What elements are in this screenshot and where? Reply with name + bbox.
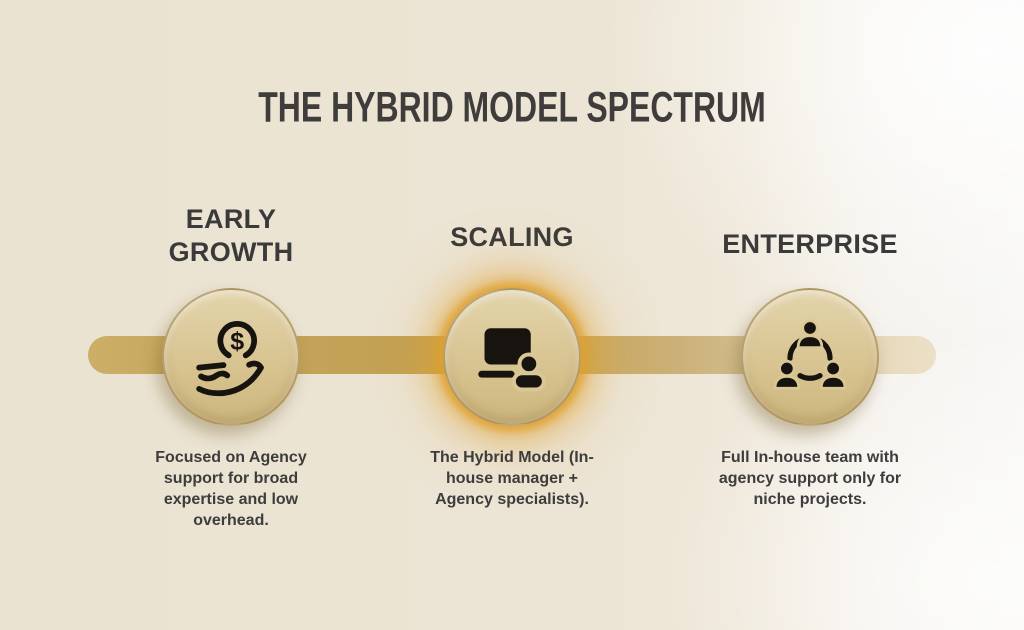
description-line: expertise and low	[163, 491, 299, 509]
stage-scaling: SCALING The Hybrid Model (In- house mana…	[372, 0, 652, 630]
page-title: THE HYBRID MODEL SPECTRUM	[258, 83, 766, 131]
stage-early-growth: EARLY GROWTH $ Focused on Agency support…	[91, 0, 371, 630]
stage-enterprise: ENTERPRISE Full In-house team	[670, 0, 950, 630]
description-line: Agency specialists).	[435, 491, 589, 509]
description-line: The Hybrid Model (In-	[430, 449, 594, 466]
stage-scaling-circle	[443, 288, 581, 426]
description-line: overhead.	[193, 512, 269, 530]
description-line: Focused on Agency	[155, 449, 307, 466]
stage-enterprise-description: Full In-house team with agency support o…	[690, 447, 930, 510]
description-line: support for broad	[163, 470, 299, 488]
stage-early-growth-label: EARLY GROWTH	[168, 204, 294, 267]
stage-early-growth-description: Focused on Agency support for broad expe…	[111, 447, 351, 531]
description-line: niche projects.	[753, 491, 867, 509]
laptop-user-icon	[478, 328, 546, 392]
team-network-icon	[773, 319, 847, 390]
stage-early-growth-circle: $	[162, 288, 300, 426]
stage-enterprise-circle	[741, 288, 879, 426]
stage-scaling-description: The Hybrid Model (In- house manager + Ag…	[392, 447, 632, 510]
stage-scaling-label: SCALING	[450, 222, 574, 252]
dollar-glyph: $	[230, 328, 244, 356]
description-line: Full In-house team with	[721, 449, 899, 466]
description-line: agency support only for	[718, 470, 902, 488]
stage-enterprise-label: ENTERPRISE	[722, 229, 898, 259]
description-line: house manager +	[445, 470, 579, 488]
hand-coin-icon: $	[196, 321, 264, 397]
